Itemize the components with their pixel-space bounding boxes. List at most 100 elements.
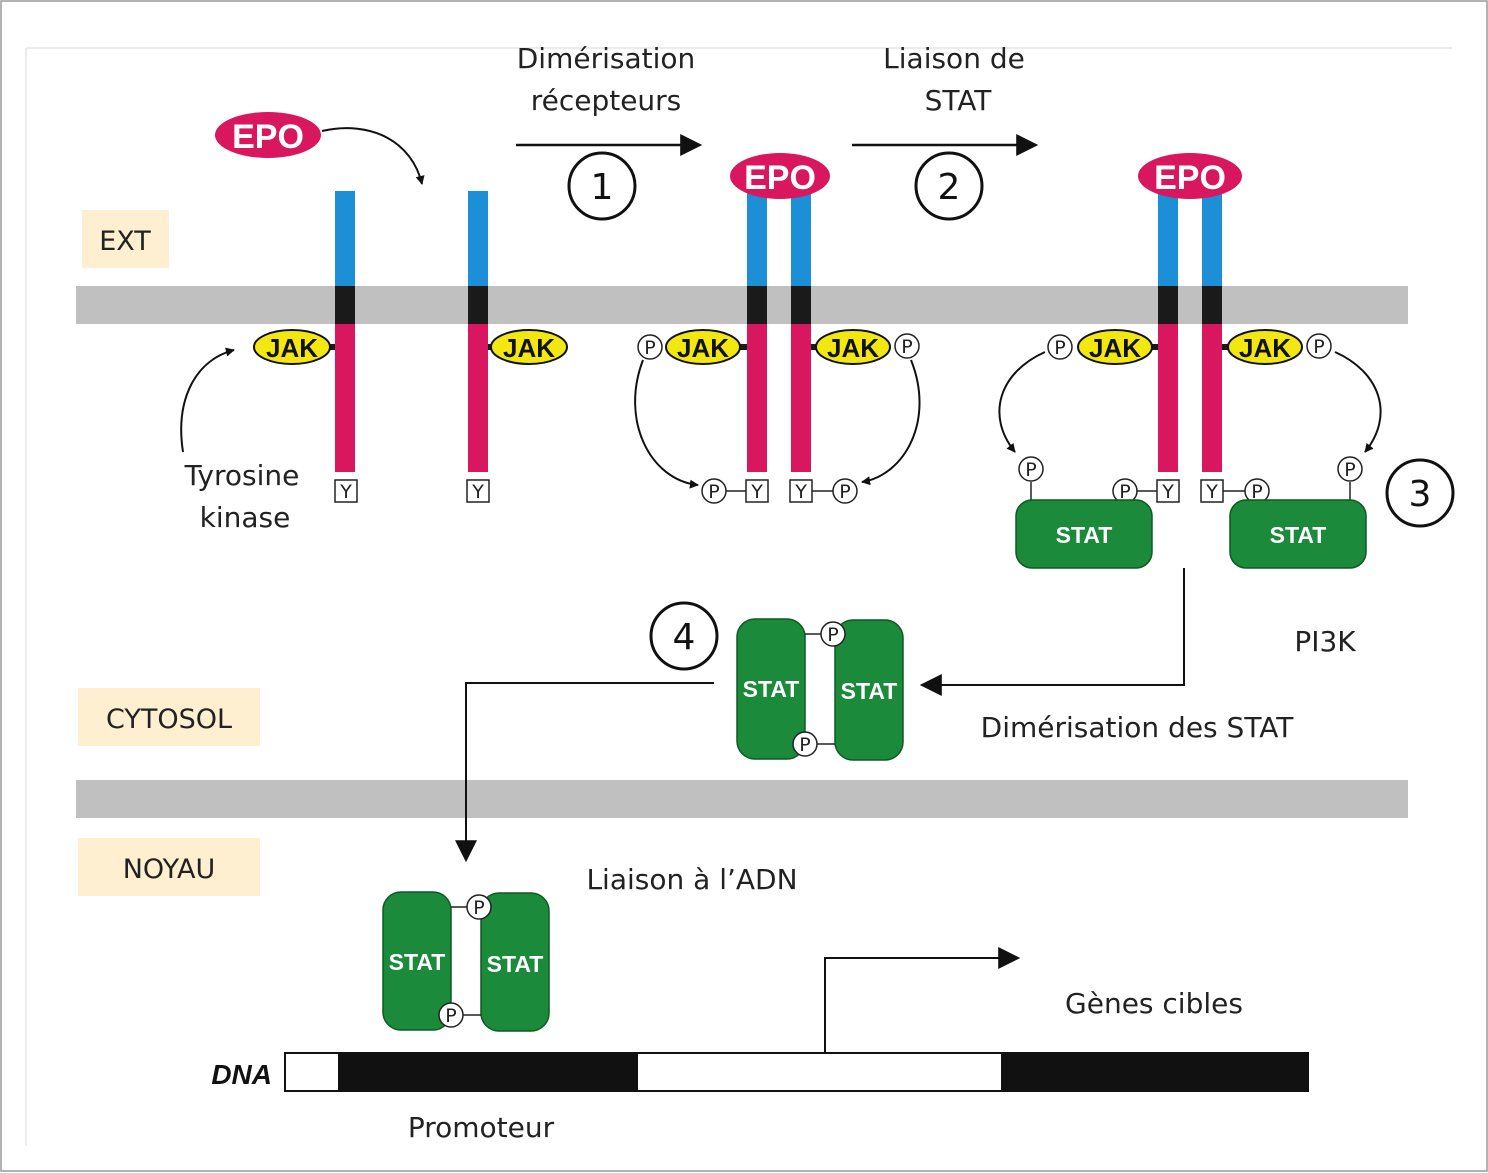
stat-label: STAT <box>841 678 898 704</box>
jak-label: JAK <box>1239 333 1291 363</box>
epo-binding-arrow <box>321 127 425 185</box>
compartment-ext: EXT <box>82 210 169 268</box>
dna-strand <box>284 1052 1309 1092</box>
phospho-label: P <box>839 481 850 503</box>
step1-badge: 1 <box>567 151 637 221</box>
dna-gene-segment <box>1001 1053 1308 1091</box>
jak-right-3: JAK P <box>1222 329 1332 365</box>
stat-label: STAT <box>1270 522 1327 548</box>
free-epo: EPO <box>215 112 321 158</box>
stat-protein <box>736 618 806 760</box>
receptor-intracellular <box>468 324 488 472</box>
receptor-intracellular <box>791 324 811 472</box>
stat-protein <box>834 619 904 761</box>
tyrosine-label: Y <box>750 481 763 503</box>
tyrosine-label: Y <box>1161 481 1174 503</box>
epo-label: EPO <box>744 159 816 197</box>
nuclear-membrane <box>76 780 1408 818</box>
phospho-group <box>466 894 492 920</box>
stat-dimerisation-label: Dimérisation des STAT <box>981 711 1295 744</box>
stat-phosphorylation-arrow-right <box>1334 351 1382 453</box>
phospho-label: P <box>1313 336 1324 358</box>
receptor-extracellular <box>791 188 811 286</box>
epo-label: EPO <box>1154 159 1226 197</box>
tyrosine-kinase-label-1: Tyrosine <box>184 459 300 492</box>
stat-right-3: P STAT <box>1229 456 1367 569</box>
jak-label: JAK <box>677 333 729 363</box>
jak-right-1: JAK <box>488 329 568 365</box>
receptor-transmembrane <box>1202 286 1222 324</box>
receptor-extracellular <box>335 191 355 286</box>
jak-kinase <box>1077 329 1153 365</box>
jak-label: JAK <box>503 333 555 363</box>
step4-number: 4 <box>673 617 696 658</box>
receptor-transmembrane <box>1158 286 1178 324</box>
phospho-label: P <box>1344 459 1355 481</box>
transcription-arrow <box>824 947 1021 1052</box>
receptor-transmembrane <box>791 286 811 324</box>
receptor-intracellular <box>747 324 767 472</box>
tyrosine-label: Y <box>471 481 484 503</box>
phospho-label: P <box>445 1005 456 1027</box>
phosphorylation-arrow-left <box>634 359 699 489</box>
receptor-intracellular <box>1202 324 1222 472</box>
receptor-left-1: Y <box>334 191 358 503</box>
tyrosine-phospho-2: Y P Y P <box>701 478 858 504</box>
receptor-intracellular <box>335 324 355 472</box>
phospho-label: P <box>708 481 719 503</box>
compartment-cytosol-box <box>78 688 260 746</box>
stat-label: STAT <box>487 951 544 977</box>
receptor-right-1: Y <box>466 191 490 503</box>
step2-label-2: STAT <box>925 84 993 117</box>
compartment-noyau-box <box>78 838 260 896</box>
phospho-label: P <box>1054 337 1065 359</box>
compartment-ext-label: EXT <box>99 226 151 257</box>
step4-circle <box>649 601 719 671</box>
phospho-label: P <box>1025 459 1036 481</box>
stat-label: STAT <box>389 949 446 975</box>
phospho-label: P <box>1119 481 1130 503</box>
jak-kinase <box>1227 329 1303 365</box>
phospho-label: P <box>901 336 912 358</box>
compartment-ext-box <box>82 210 169 268</box>
phospho-group <box>1306 333 1332 359</box>
receptor-extracellular <box>747 188 767 286</box>
jak-label: JAK <box>1089 333 1141 363</box>
tyrosine-label: Y <box>339 481 352 503</box>
jak-kinase <box>253 329 331 365</box>
step2-label-1: Liaison de <box>883 42 1025 75</box>
epo-ligand <box>215 112 321 158</box>
plasma-membrane <box>76 286 1408 324</box>
epo-ligand <box>730 153 830 199</box>
epo-ligand <box>1138 153 1242 199</box>
compartment-cytosol: CYTOSOL <box>78 688 260 746</box>
step1-label-1: Dimérisation <box>517 42 696 75</box>
jak-left-1: JAK <box>253 329 335 365</box>
step4-badge: 4 <box>649 601 719 671</box>
receptor-extracellular <box>468 191 488 286</box>
stat-dimer-nucleus: P P STAT STAT <box>382 891 550 1032</box>
tyrosine-box <box>466 479 490 503</box>
stat-left-3: P STAT <box>1015 456 1153 569</box>
phospho-label: P <box>644 337 655 359</box>
stat-protein <box>1015 499 1153 569</box>
stat-label: STAT <box>1056 522 1113 548</box>
tyrosine-label: Y <box>794 481 807 503</box>
stat-dimerisation-arrow <box>919 568 1185 696</box>
tyrosine-kinase-label-2: kinase <box>200 501 291 534</box>
compartment-noyau: NOYAU <box>78 838 260 896</box>
jak-left-2: JAK P <box>637 329 747 365</box>
jak-kinase <box>665 329 741 365</box>
phospho-group <box>438 1002 464 1028</box>
phospho-group <box>792 731 818 757</box>
tyrosine-box <box>334 479 358 503</box>
phospho-group <box>637 334 663 360</box>
stat-protein <box>382 891 452 1031</box>
phospho-label: P <box>799 734 810 756</box>
step2-number: 2 <box>938 167 961 208</box>
step3-number: 3 <box>1409 474 1432 515</box>
tyrosine-phospho-3: Y P Y P <box>1112 478 1270 504</box>
